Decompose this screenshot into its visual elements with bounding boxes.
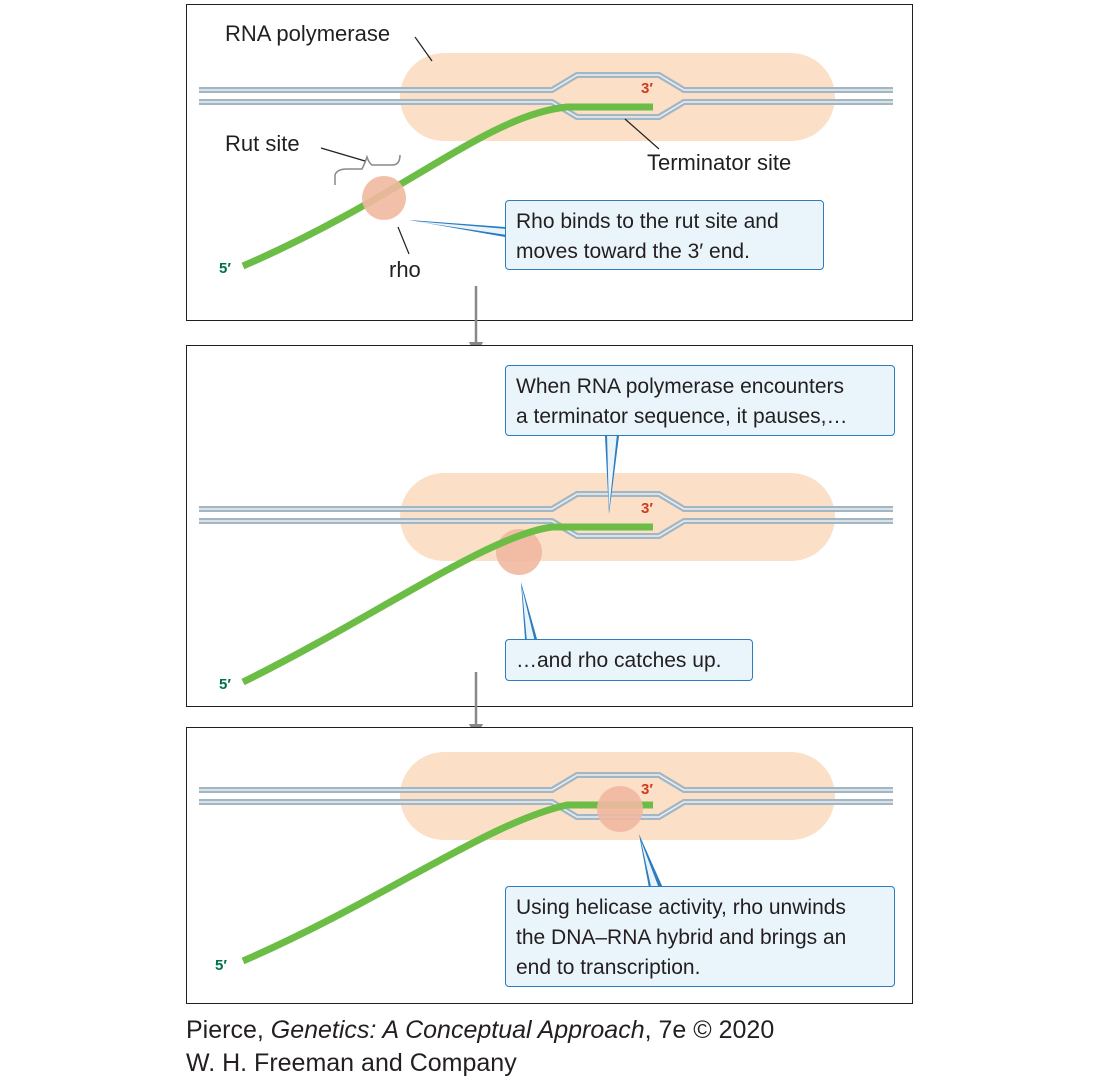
three-prime-label: 3′	[641, 781, 653, 798]
rut-site-label: Rut site	[225, 131, 300, 156]
rut-site-leader	[320, 147, 366, 162]
credit-book-title: Genetics: A Conceptual Approach	[270, 1016, 645, 1044]
polymerase-leader	[414, 36, 433, 62]
callout-line: When RNA polymerase encounters	[516, 375, 844, 398]
three-prime-label: 3′	[641, 500, 653, 517]
panel-1-diagram	[199, 36, 893, 270]
credit-line-1: Pierce, Genetics: A Conceptual Approach,…	[186, 1018, 774, 1043]
credit-author: Pierce,	[186, 1016, 271, 1044]
rho-protein	[362, 176, 406, 220]
callout-polymerase-pauses: When RNA polymerase encounters a termina…	[505, 365, 895, 436]
credit-edition: , 7e © 2020	[644, 1016, 775, 1044]
panel-3-diagram	[199, 752, 893, 965]
rho-protein	[597, 786, 643, 832]
callout-rho-catches-up: …and rho catches up.	[505, 639, 753, 681]
callout-line: end to transcription.	[516, 956, 701, 979]
rna-polymerase	[400, 473, 835, 561]
three-prime-label: 3′	[641, 80, 653, 97]
callout-rho-binds: Rho binds to the rut site and moves towa…	[505, 200, 824, 270]
callout-pointer	[639, 834, 663, 888]
callout-line: …and rho catches up.	[516, 649, 722, 672]
panel-rho-binding: RNA polymerase Rut site Terminator site …	[186, 4, 913, 321]
rna-transcript	[241, 103, 653, 270]
callout-pointer	[409, 220, 505, 237]
callout-line: Rho binds to the rut site and	[516, 210, 779, 233]
terminator-leader	[624, 118, 660, 150]
panel-2-diagram	[199, 434, 893, 686]
callout-rho-unwinds: Using helicase activity, rho unwinds the…	[505, 886, 895, 987]
five-prime-label: 5′	[219, 260, 231, 277]
callout-line: Using helicase activity, rho unwinds	[516, 896, 846, 919]
rho-leader	[397, 226, 410, 255]
five-prime-label: 5′	[219, 676, 231, 693]
five-prime-label: 5′	[215, 957, 227, 974]
panel-rho-unwinds: 5′ 3′ Using helicase activity, rho unwin…	[186, 727, 913, 1004]
callout-line: a terminator sequence, it pauses,…	[516, 405, 848, 428]
rna-transcript	[241, 523, 653, 686]
callout-line: moves toward the 3′ end.	[516, 240, 750, 263]
rho-label: rho	[389, 257, 421, 282]
rut-site-bracket	[334, 154, 401, 185]
rna-polymerase	[400, 53, 835, 141]
terminator-site-label: Terminator site	[647, 150, 792, 175]
panel-rho-catches-up: 5′ 3′ When RNA polymerase encounters a t…	[186, 345, 913, 707]
callout-pointer-bottom	[521, 582, 537, 639]
credit-line-2: W. H. Freeman and Company	[186, 1049, 517, 1077]
callout-line: the DNA–RNA hybrid and brings an	[516, 926, 847, 949]
rna-transcript	[241, 801, 653, 965]
rna-polymerase-label: RNA polymerase	[225, 21, 391, 46]
